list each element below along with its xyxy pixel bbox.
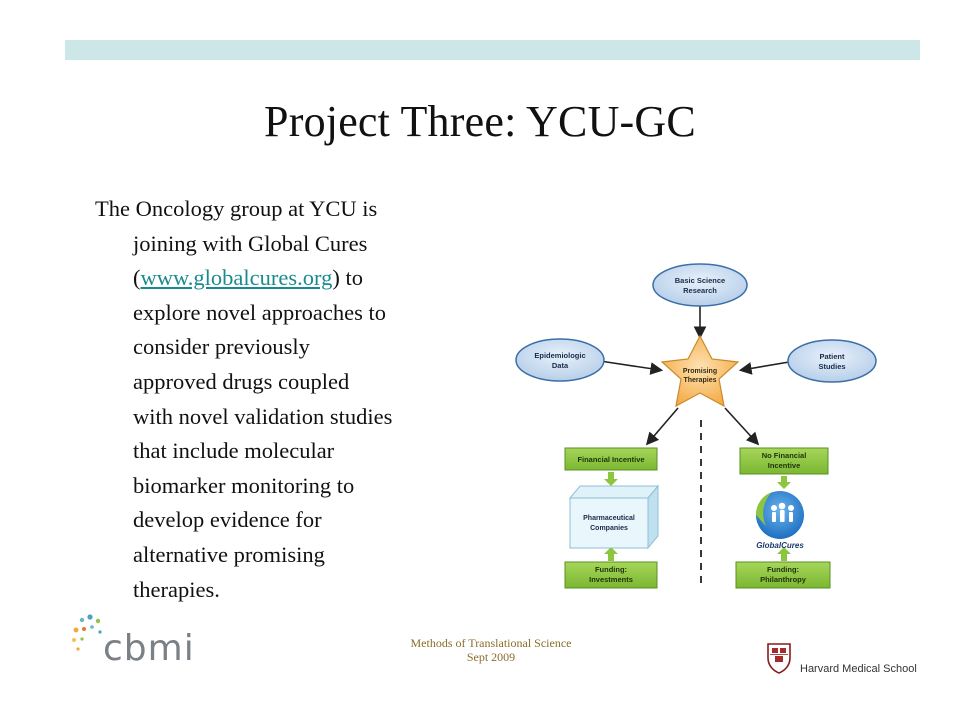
body-line: that include molecular — [133, 438, 335, 464]
label-patient-2: Studies — [818, 362, 845, 371]
arrow-star-to-financial — [645, 407, 679, 446]
body-line: therapies. — [133, 576, 220, 602]
arrow-star-to-nofinancial — [724, 407, 760, 446]
body-line: consider previously — [133, 334, 310, 360]
body-line: explore novel approaches to — [133, 299, 387, 325]
label-no-financial-2: Incentive — [768, 461, 801, 470]
body-line: approved drugs coupled — [133, 368, 350, 394]
box-funding-philanthropy: Funding: Philanthropy — [735, 561, 831, 589]
footer-course-title: Methods of Translational Science — [410, 636, 572, 650]
body-line: biomarker monitoring to — [133, 472, 355, 498]
label-funding-investments-1: Funding: — [595, 565, 627, 574]
green-arrow-down-right — [777, 476, 791, 489]
label-patient-1: Patient — [819, 352, 845, 361]
arrow-patient-to-star — [738, 360, 796, 375]
globalcures-link[interactable]: www.globalcures.org — [140, 265, 333, 291]
label-pharma-1: Pharmaceutical — [583, 515, 635, 522]
oval-epidemiologic: Epidemiologic Data — [515, 338, 605, 382]
cube-pharmaceutical: Pharmaceutical Companies — [568, 484, 660, 550]
flow-diagram: Basic Science Research Epidemiologic Dat… — [515, 263, 877, 589]
star-promising-therapies: Promising Therapies — [660, 334, 740, 408]
label-promising-2: Therapies — [683, 377, 716, 384]
top-accent-bar — [65, 40, 920, 60]
body-line: alternative promising — [133, 541, 325, 567]
body-line: develop evidence for — [133, 507, 322, 533]
cbmi-logo-text: cbmi — [103, 628, 195, 669]
body-line: The Oncology group at YCU is — [95, 196, 378, 221]
globalcures-globe-icon: GlobalCures — [755, 491, 804, 550]
label-funding-philanthropy-1: Funding: — [767, 565, 799, 574]
footer-course-info: Methods of Translational Science Sept 20… — [380, 636, 602, 664]
label-basic-science-1: Basic Science — [675, 276, 725, 285]
body-paragraph: The Oncology group at YCU is joining wit… — [95, 192, 495, 607]
label-promising-1: Promising — [683, 368, 717, 375]
body-line-link: (www.globalcures.org) to — [133, 265, 363, 291]
cbmi-dots-icon — [72, 614, 102, 651]
oval-patient-studies: Patient Studies — [787, 339, 877, 383]
label-funding-investments-2: Investments — [589, 575, 633, 584]
oval-basic-science: Basic Science Research — [652, 263, 748, 307]
green-arrow-up-right — [777, 547, 791, 561]
harvard-medical-school-label: Harvard Medical School — [800, 663, 917, 675]
label-epidemiologic-2: Data — [552, 361, 569, 370]
body-line: with novel validation studies — [133, 403, 393, 429]
body-line: joining with Global Cures — [133, 230, 368, 256]
slide-title: Project Three: YCU-GC — [264, 97, 696, 146]
green-arrow-up-left — [604, 547, 618, 561]
label-funding-philanthropy-2: Philanthropy — [760, 575, 807, 584]
label-no-financial-1: No Financial — [762, 451, 807, 460]
box-financial-incentive: Financial Incentive — [564, 447, 658, 471]
label-financial-incentive: Financial Incentive — [577, 455, 644, 464]
label-epidemiologic-1: Epidemiologic — [534, 351, 585, 360]
label-basic-science-2: Research — [683, 286, 717, 295]
footer-course-date: Sept 2009 — [466, 650, 516, 664]
box-no-financial-incentive: No Financial Incentive — [739, 447, 829, 475]
green-arrow-down-left — [604, 472, 618, 486]
box-funding-investments: Funding: Investments — [564, 561, 658, 589]
label-globalcures: GlobalCures — [756, 541, 804, 550]
harvard-shield-icon — [767, 643, 791, 674]
label-pharma-2: Companies — [590, 525, 628, 532]
arrow-epi-to-star — [599, 360, 664, 375]
